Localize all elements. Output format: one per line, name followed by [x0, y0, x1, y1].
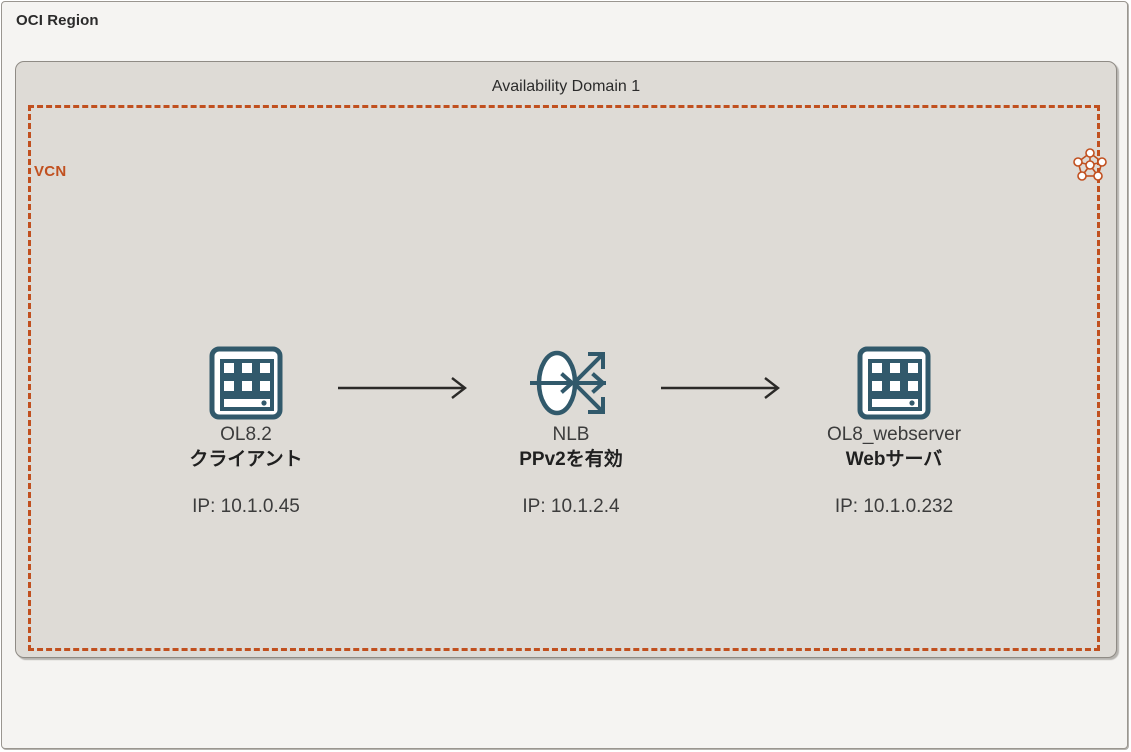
node-name: OL8_webserver — [826, 424, 962, 445]
node-name: OL8.2 — [220, 424, 272, 445]
node-name: NLB — [552, 424, 590, 445]
oci-region-title: OCI Region — [16, 12, 99, 29]
connector-nlb-to-webserver — [661, 373, 783, 403]
node-nlb[interactable]: NLB PPv2を有効 IP: 10.1.2.4 — [441, 344, 701, 518]
node-ip-address: IP: 10.1.0.232 — [834, 496, 954, 518]
availability-domain-title: Availability Domain 1 — [491, 78, 641, 95]
availability-domain-container: Availability Domain 1 VCN — [15, 61, 1117, 658]
vcn-network-icon — [1068, 146, 1112, 184]
load-balancer-icon — [441, 344, 701, 422]
node-webserver[interactable]: OL8_webserver Webサーバ IP: 10.1.0.232 — [764, 344, 1024, 518]
node-role: クライアント — [189, 449, 303, 471]
node-role: Webサーバ — [845, 449, 943, 471]
server-icon — [764, 344, 1024, 422]
node-ip-address: IP: 10.1.2.4 — [522, 496, 620, 518]
node-role: PPv2を有効 — [519, 449, 623, 471]
server-icon — [116, 344, 376, 422]
vcn-boundary — [28, 105, 1100, 651]
node-ip-address: IP: 10.1.0.45 — [192, 496, 300, 518]
vcn-label: VCN — [34, 163, 67, 180]
connector-client-to-nlb — [338, 373, 470, 403]
node-client[interactable]: OL8.2 クライアント IP: 10.1.0.45 — [116, 344, 376, 518]
